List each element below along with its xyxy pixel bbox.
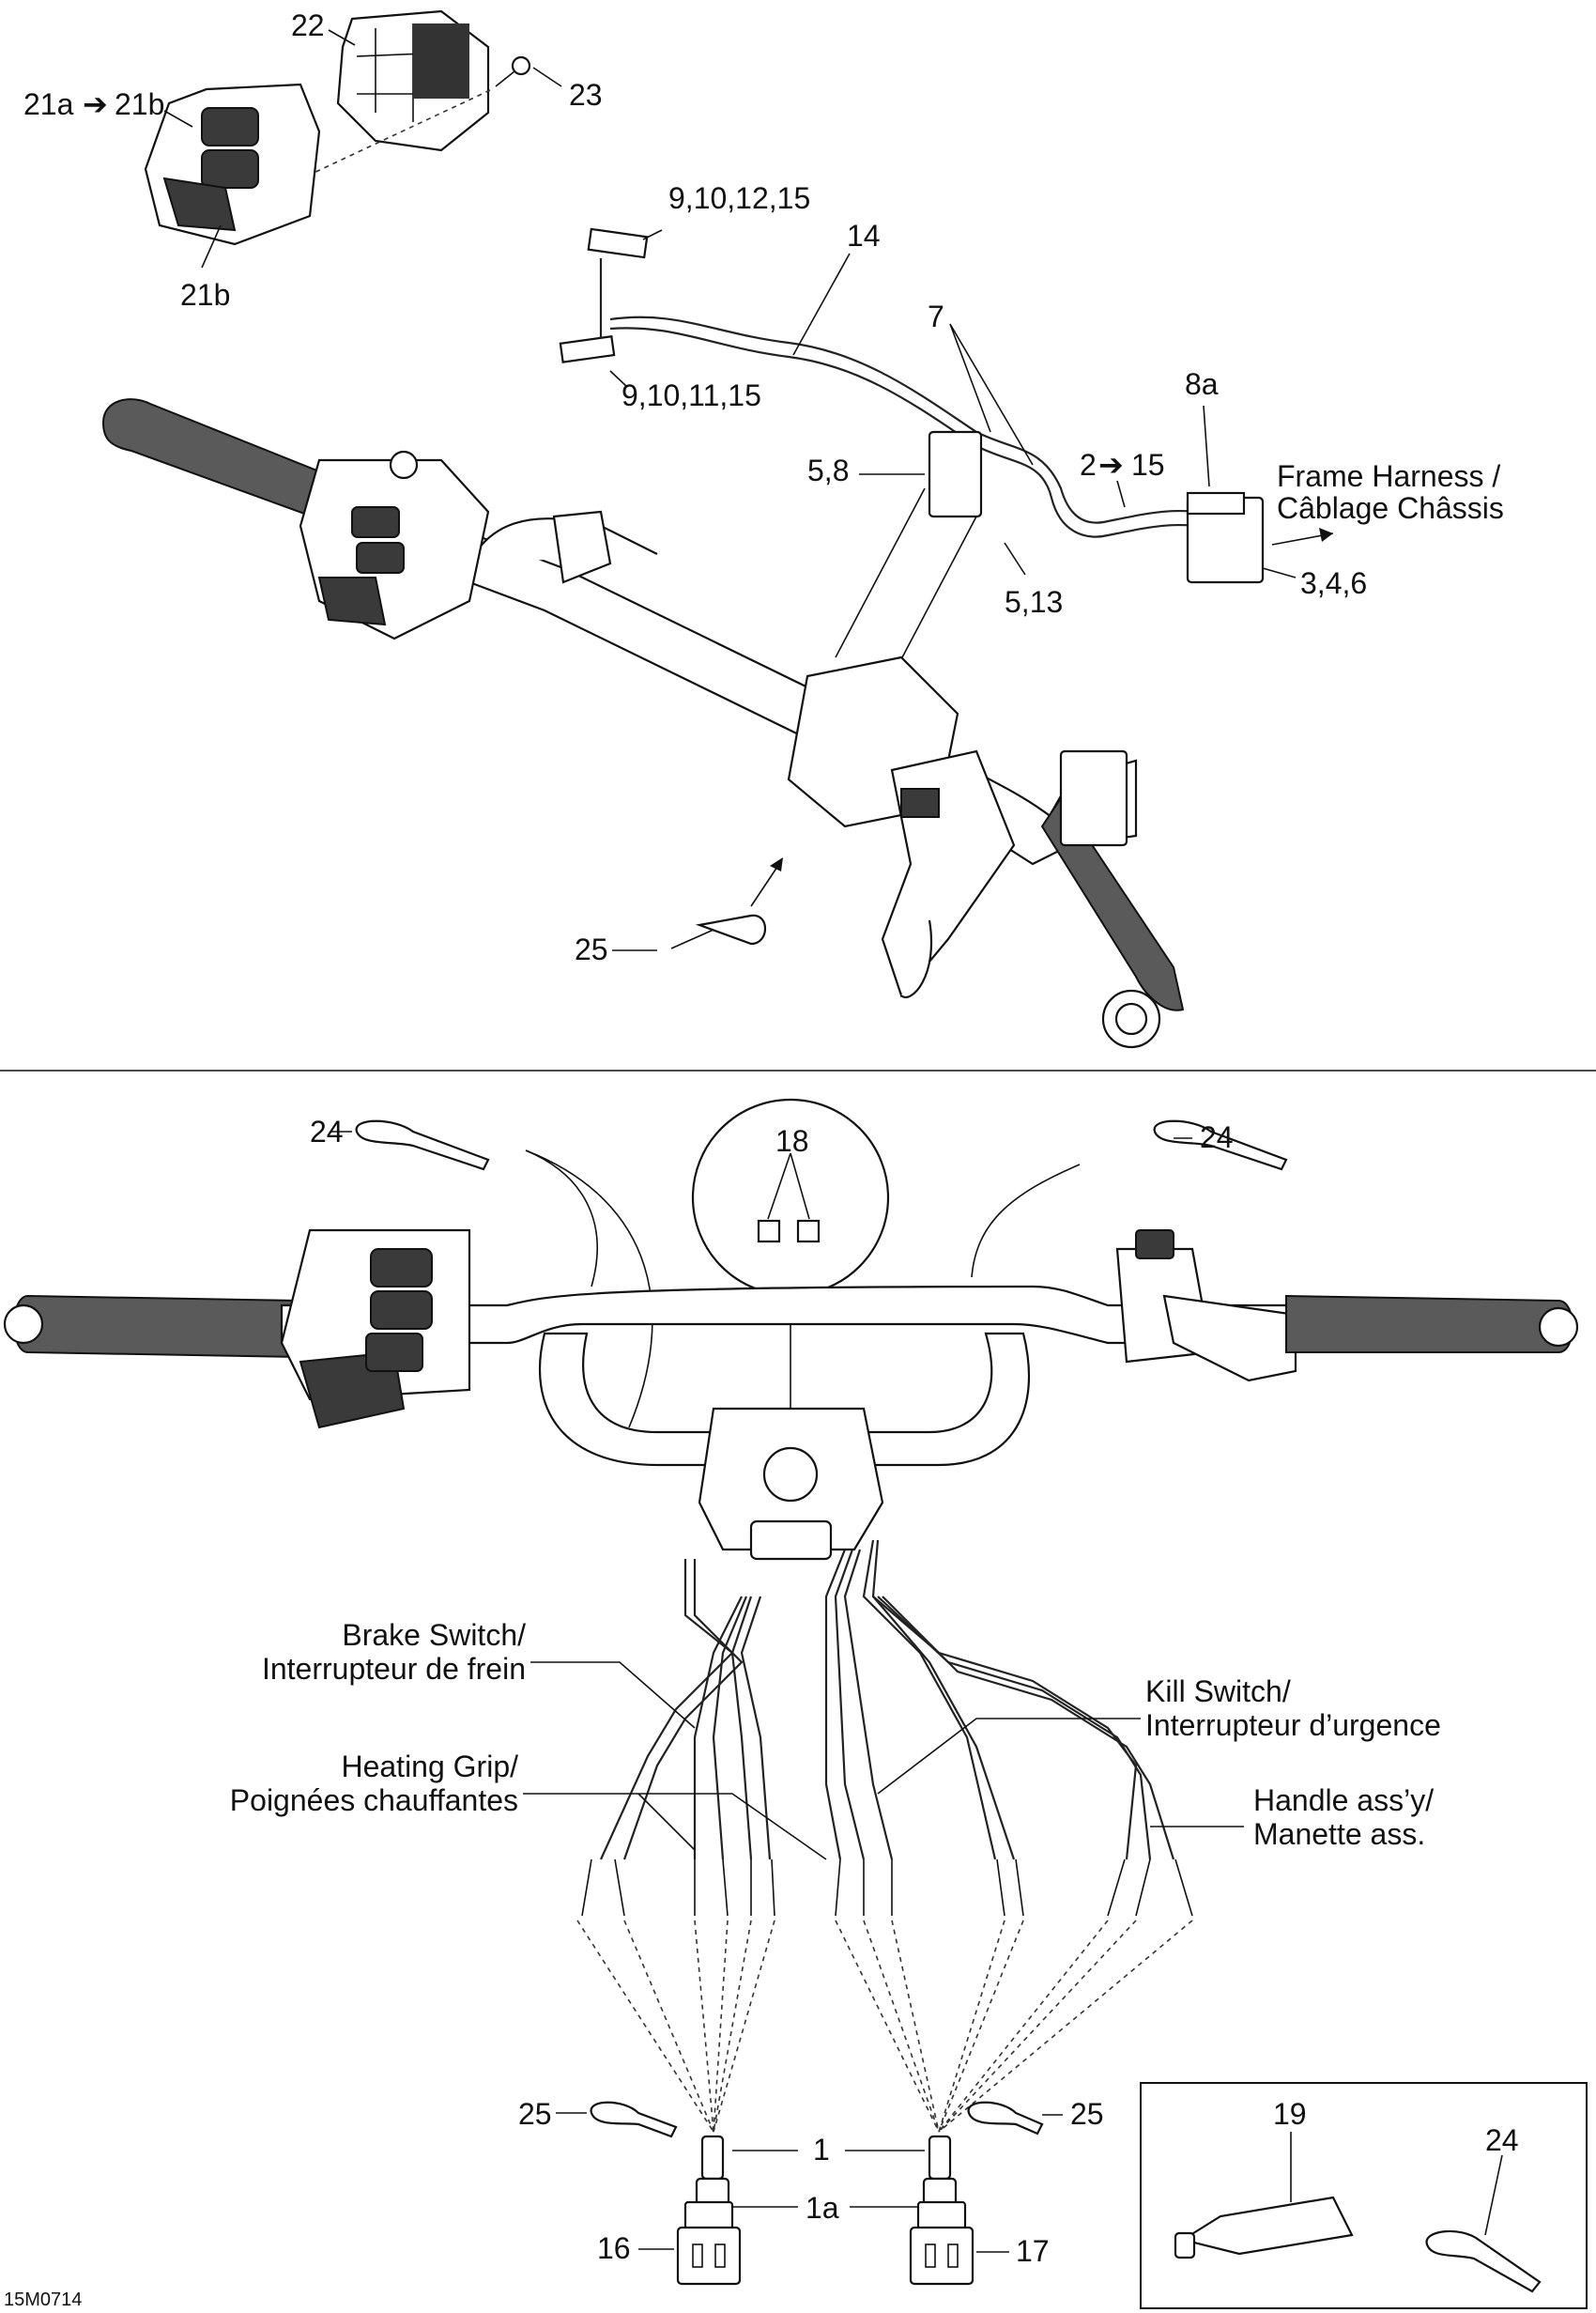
label-5-8: 5,8 xyxy=(807,454,849,487)
label-25-top: 25 xyxy=(575,933,608,966)
label-19: 19 xyxy=(1273,2097,1307,2131)
label-14: 14 xyxy=(847,219,881,253)
leader-3-4-6 xyxy=(1262,567,1297,578)
label-24-right: 24 xyxy=(1200,1120,1234,1154)
arrow-21a-to-21b: ➔ xyxy=(83,87,108,121)
label-5-13: 5,13 xyxy=(1005,585,1063,619)
handlebar-perspective xyxy=(101,398,1185,1049)
cable-tie-25-right xyxy=(967,2101,1044,2136)
pointer-25-top xyxy=(750,863,780,907)
leader-heating-grip-b xyxy=(637,1793,696,1851)
inset-box: 19 24 xyxy=(1140,2082,1588,2309)
handle-assy-fr: Manette ass. xyxy=(1253,1817,1425,1851)
cable-tie-24-left xyxy=(355,1119,490,1171)
leader-9-10-12-15 xyxy=(642,229,663,240)
label-8a: 8a xyxy=(1185,367,1219,401)
label-25-right: 25 xyxy=(1070,2097,1104,2131)
kill-switch-en: Kill Switch/ xyxy=(1145,1674,1291,1708)
wiring-harness-part-14 xyxy=(559,227,1265,584)
leader-9-10-11-15 xyxy=(609,370,628,388)
leader-23 xyxy=(532,67,562,87)
connector-part-16 xyxy=(676,2200,742,2286)
connector-part-17 xyxy=(909,2200,974,2286)
label-24-inset: 24 xyxy=(1485,2123,1519,2157)
heating-grip-en: Heating Grip/ xyxy=(341,1750,518,1783)
label-1a: 1a xyxy=(806,2191,839,2225)
cable-tie-24-right xyxy=(1153,1119,1288,1171)
detail-circle-18 xyxy=(691,1098,890,1413)
label-9-10-12-15: 9,10,12,15 xyxy=(668,181,810,215)
housing-cover-part-22 xyxy=(336,9,490,152)
pointer-24-left-b xyxy=(525,1149,653,1428)
leader-8a xyxy=(1203,405,1210,487)
brake-switch-en: Brake Switch/ xyxy=(342,1618,526,1652)
label-7: 7 xyxy=(928,300,944,333)
label-23: 23 xyxy=(569,78,603,112)
label-18: 18 xyxy=(775,1124,809,1158)
handle-assy-en: Handle ass’y/ xyxy=(1253,1783,1434,1817)
heating-grip-fr: Poignées chauffantes xyxy=(230,1783,518,1817)
label-22: 22 xyxy=(291,8,325,42)
assembly-line-23 xyxy=(281,89,491,189)
label-21b-top: 21b xyxy=(115,87,164,121)
label-17: 17 xyxy=(1016,2234,1050,2268)
pointer-24-left-a xyxy=(525,1149,598,1288)
dashed-splice-lines xyxy=(576,1920,1193,2133)
tube-part-19 xyxy=(1174,2196,1354,2259)
frame-harness-arrowhead xyxy=(1319,528,1333,542)
leader-24-inset xyxy=(1484,2154,1503,2236)
top-assembly-view: 22 23 21a ➔ 21b 21b xyxy=(23,8,1504,1049)
switch-module-part-21 xyxy=(144,83,321,246)
pointer-25-top-head xyxy=(770,857,783,871)
leader-heating-grip xyxy=(523,1793,827,1860)
label-3-4-6: 3,4,6 xyxy=(1300,566,1367,600)
label-15: 15 xyxy=(1131,448,1165,482)
label-1: 1 xyxy=(813,2133,830,2167)
wire-bundle xyxy=(581,1539,1193,1917)
label-21a: 21a xyxy=(23,87,74,121)
leader-22 xyxy=(328,29,356,46)
label-24-left: 24 xyxy=(310,1115,344,1149)
kill-switch-fr: Interrupteur d’urgence xyxy=(1145,1708,1441,1742)
cable-tie-25-top xyxy=(670,914,766,949)
leader-2-15 xyxy=(1116,480,1126,508)
label-16: 16 xyxy=(597,2231,631,2265)
label-2: 2 xyxy=(1080,448,1097,482)
frame-harness-fr: Câblage Châssis xyxy=(1277,491,1504,525)
bottom-assembly-view: 24 24 18 xyxy=(3,1098,1588,2310)
leader-brake-switch xyxy=(530,1661,696,1729)
label-21b: 21b xyxy=(180,278,230,312)
arrow-2-to-15: ➔ xyxy=(1098,448,1124,482)
frame-harness-en: Frame Harness / xyxy=(1277,459,1500,493)
pointer-24-right xyxy=(971,1164,1081,1278)
cable-tie-24-inset xyxy=(1425,2229,1542,2293)
figure-code: 15M0714 xyxy=(4,2290,82,2310)
brake-switch-fr: Interrupteur de frein xyxy=(262,1652,526,1686)
cable-tie-25-left xyxy=(590,2101,678,2138)
pointer-5-8-a xyxy=(835,487,926,658)
leader-14 xyxy=(792,253,851,356)
leader-5-13 xyxy=(1004,542,1026,576)
leader-21a xyxy=(163,110,193,128)
label-9-10-11-15: 9,10,11,15 xyxy=(622,378,761,412)
screw-part-23 xyxy=(495,55,531,87)
handlebar-front-view xyxy=(3,1228,1579,1561)
leader-7 xyxy=(949,323,1034,466)
leader-kill-switch xyxy=(877,1718,1141,1795)
label-25-left: 25 xyxy=(518,2097,552,2131)
leader-21b xyxy=(201,224,222,269)
